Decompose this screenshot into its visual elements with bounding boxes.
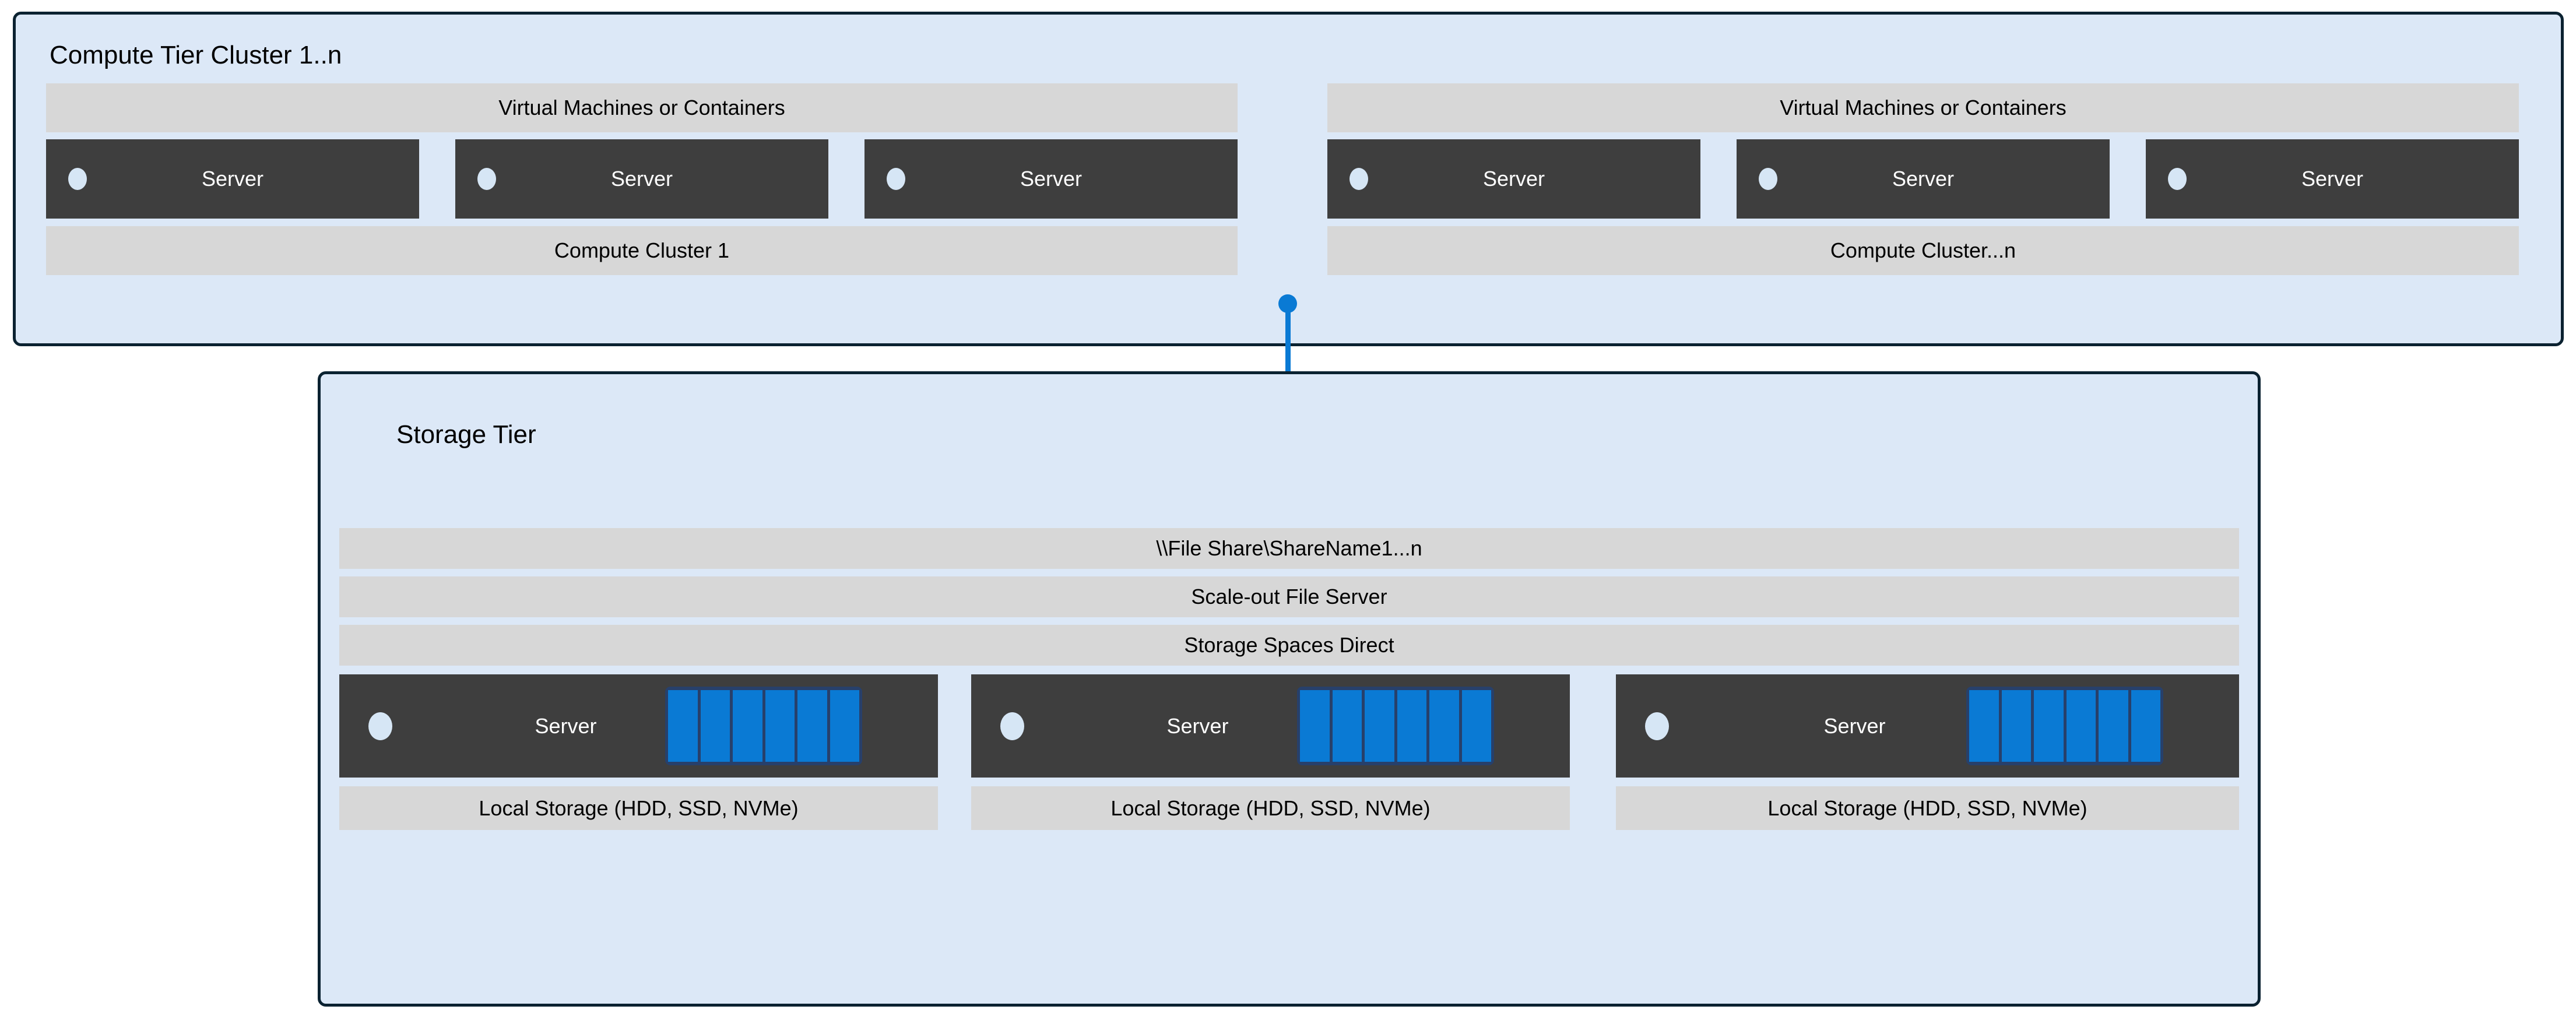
disk (2034, 690, 2064, 762)
storage-tier-container[interactable]: Storage Tier \\File Share\ShareName1...n… (318, 371, 2261, 1007)
server-label: Server (1020, 167, 1083, 191)
server-label: Server (610, 167, 673, 191)
server-status-led (1349, 168, 1368, 190)
disk (2001, 690, 2031, 762)
disk (2099, 690, 2128, 762)
storage-tier-title: Storage Tier (396, 420, 536, 449)
storage-layer-scale-out-file-server: Scale-out File Server (339, 576, 2239, 617)
compute-cluster-1-server-1[interactable]: Server (46, 139, 419, 219)
server-status-led (887, 168, 905, 190)
storage-node-2-server[interactable]: Server (971, 674, 1570, 778)
compute-cluster-1-server-2[interactable]: Server (455, 139, 828, 219)
connector-endpoint-top (1278, 294, 1297, 313)
disk (2131, 690, 2160, 762)
storage-node-1-group: Server Local Storage (HDD, SSD, NVMe) (339, 674, 938, 830)
server-status-led (1645, 712, 1669, 740)
storage-node-3-group: Server Local Storage (HDD, SSD, NVMe) (1616, 674, 2239, 830)
server-label: Server (2301, 167, 2364, 191)
server-status-led (68, 168, 87, 190)
server-status-led (2168, 168, 2187, 190)
compute-cluster-1-footer: Compute Cluster 1 (46, 226, 1238, 275)
disk (668, 690, 698, 762)
disk (1429, 690, 1459, 762)
storage-node-3-server[interactable]: Server (1616, 674, 2239, 778)
disk (700, 690, 730, 762)
storage-node-1-footer: Local Storage (HDD, SSD, NVMe) (339, 786, 938, 830)
disk (1365, 690, 1394, 762)
compute-cluster-n-server-2[interactable]: Server (1737, 139, 2110, 219)
compute-tier-container[interactable]: Compute Tier Cluster 1..n Virtual Machin… (13, 12, 2564, 346)
server-status-led (477, 168, 496, 190)
storage-node-2-group: Server Local Storage (HDD, SSD, NVMe) (971, 674, 1570, 830)
storage-node-3-disk-array[interactable] (1966, 687, 2163, 765)
compute-tier-title: Compute Tier Cluster 1..n (50, 41, 342, 69)
disk (2066, 690, 2096, 762)
disk (797, 690, 827, 762)
compute-cluster-1-group: Virtual Machines or Containers Server Se… (46, 83, 1238, 317)
server-status-led (1000, 712, 1024, 740)
disk (1969, 690, 1999, 762)
server-label: Server (1892, 167, 1955, 191)
connector-line (1285, 301, 1291, 411)
disk (1300, 690, 1330, 762)
compute-cluster-1-header: Virtual Machines or Containers (46, 83, 1238, 132)
disk (733, 690, 762, 762)
server-status-led (368, 712, 392, 740)
storage-node-1-server[interactable]: Server (339, 674, 938, 778)
storage-layer-storage-spaces-direct: Storage Spaces Direct (339, 625, 2239, 666)
disk (830, 690, 859, 762)
compute-cluster-n-header: Virtual Machines or Containers (1327, 83, 2519, 132)
storage-node-1-disk-array[interactable] (665, 687, 862, 765)
storage-node-3-footer: Local Storage (HDD, SSD, NVMe) (1616, 786, 2239, 830)
disk (1332, 690, 1362, 762)
disk (1397, 690, 1426, 762)
compute-cluster-n-group: Virtual Machines or Containers Server Se… (1327, 83, 2519, 317)
compute-cluster-n-server-1[interactable]: Server (1327, 139, 1700, 219)
disk (1461, 690, 1491, 762)
disk (765, 690, 795, 762)
storage-node-2-disk-array[interactable] (1297, 687, 1494, 765)
server-label: Server (1482, 167, 1545, 191)
compute-cluster-1-server-3[interactable]: Server (864, 139, 1238, 219)
storage-layer-file-share: \\File Share\ShareName1...n (339, 528, 2239, 569)
compute-cluster-n-footer: Compute Cluster...n (1327, 226, 2519, 275)
server-status-led (1759, 168, 1777, 190)
server-label: Server (201, 167, 264, 191)
compute-cluster-n-server-3[interactable]: Server (2146, 139, 2519, 219)
storage-node-2-footer: Local Storage (HDD, SSD, NVMe) (971, 786, 1570, 830)
